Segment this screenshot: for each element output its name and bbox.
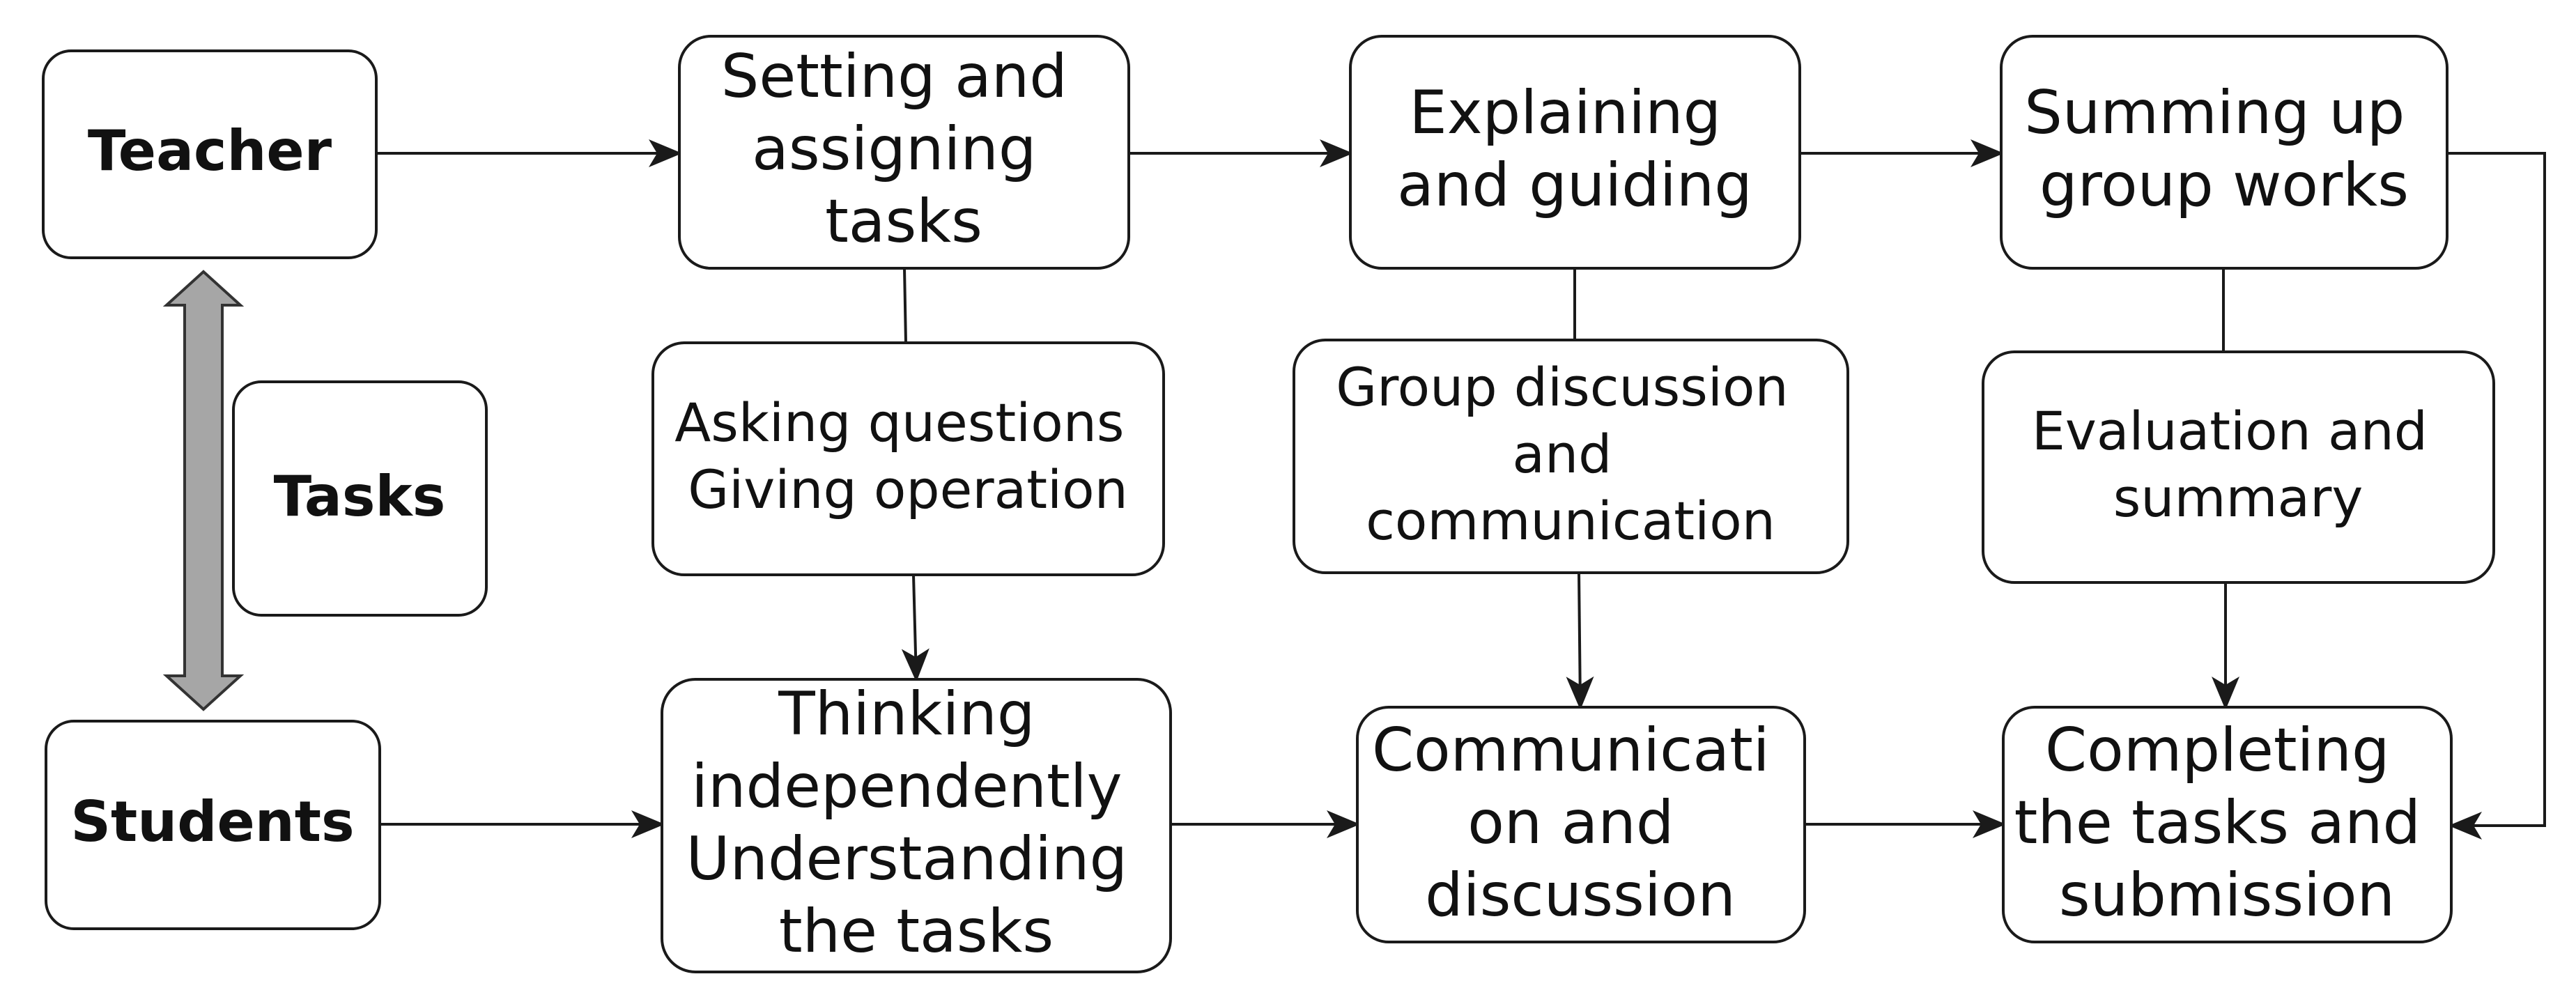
- setting-assigning-box: Setting and assigning tasks: [678, 35, 1130, 270]
- asking-questions-text: Asking questions Giving operation: [674, 392, 1141, 520]
- tasks-box: Tasks: [232, 380, 488, 617]
- connectors: [376, 139, 2546, 840]
- tasks-label: Tasks: [274, 464, 446, 529]
- evaluation-summary-box: Evaluation and summary: [1982, 350, 2495, 584]
- students-box: Students: [45, 720, 381, 930]
- group-discussion-box: Group discussion and communication: [1293, 339, 1849, 574]
- line-setting-to-asking: [903, 268, 907, 343]
- setting-assigning-text: Setting and assigning tasks: [721, 42, 1086, 256]
- students-label: Students: [70, 789, 354, 854]
- group-discussion-text: Group discussion and communication: [1336, 356, 1805, 552]
- thinking-independently-text: Thinking independently Understanding the…: [686, 679, 1147, 966]
- explaining-guiding-box: Explaining and guiding: [1349, 35, 1801, 270]
- summing-up-text: Summing up group works: [2024, 78, 2423, 220]
- completing-tasks-box: Completing the tasks and submission: [2002, 706, 2453, 943]
- communication-discussion-box: Communicati on and discussion: [1356, 706, 1806, 943]
- asking-questions-box: Asking questions Giving operation: [651, 341, 1165, 576]
- thinking-independently-box: Thinking independently Understanding the…: [661, 678, 1172, 973]
- teacher-label: Teacher: [88, 118, 332, 183]
- explaining-guiding-text: Explaining and guiding: [1397, 78, 1752, 220]
- teacher-box: Teacher: [42, 49, 378, 259]
- completing-tasks-text: Completing the tasks and submission: [2014, 716, 2440, 930]
- arrow-summing-loop-to-completing: [2447, 152, 2546, 840]
- communication-discussion-text: Communicati on and discussion: [1372, 716, 1789, 930]
- double-arrow-icon: [162, 270, 245, 711]
- arrow-asking-to-thinking: [901, 574, 930, 682]
- evaluation-summary-text: Evaluation and summary: [2032, 400, 2444, 529]
- arrow-group-discussion-to-communication: [1566, 572, 1594, 710]
- summing-up-box: Summing up group works: [2000, 35, 2448, 270]
